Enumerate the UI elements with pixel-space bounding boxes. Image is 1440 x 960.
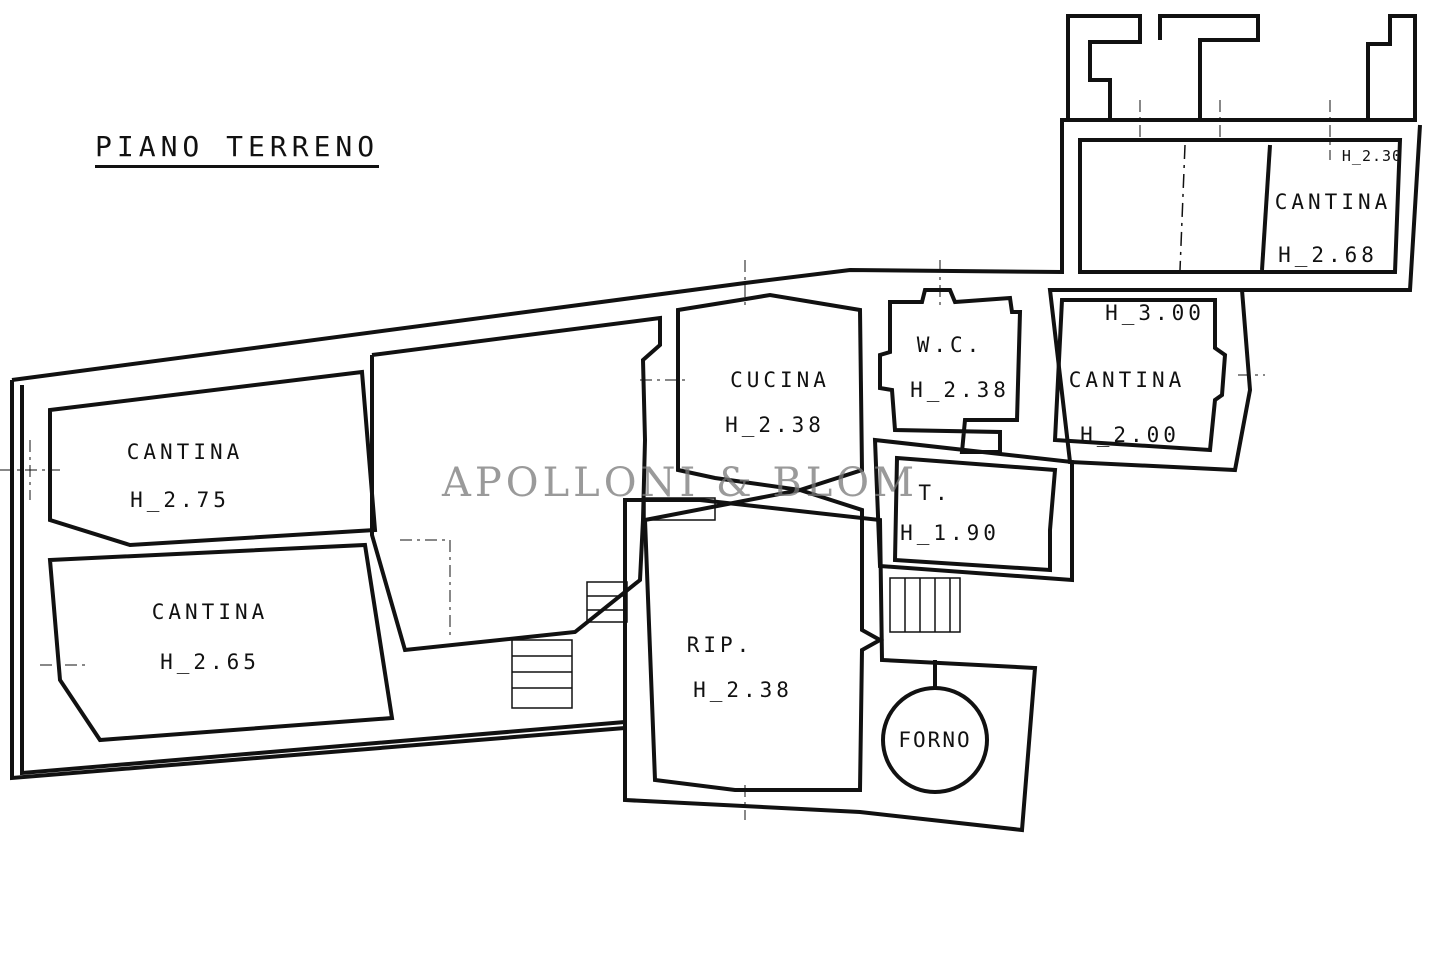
room-height: H_2.68	[1278, 243, 1378, 267]
wall-cantina-1	[48, 369, 378, 548]
room-name: CANTINA	[151, 600, 269, 624]
wall-cantina-3	[1052, 298, 1228, 453]
outer-wall	[10, 380, 626, 781]
room-height: H_2.38	[910, 378, 1010, 402]
plan-title: PIANO TERRENO	[95, 130, 380, 168]
dashed-partition	[1179, 144, 1186, 271]
outer-cantina-3	[1047, 288, 1253, 473]
outer-top-bracket	[1158, 14, 1260, 120]
axis-lines	[0, 100, 1331, 820]
room-name: CUCINA	[730, 368, 830, 392]
room-height-top: H_2.30	[1341, 147, 1403, 165]
watermark-logo: APOLLONI & BLOM	[441, 460, 919, 506]
wall-t	[892, 455, 1058, 573]
room-height: H_1.90	[900, 521, 1000, 545]
room-name: CANTINA	[1274, 190, 1392, 214]
room-height: H_2.00	[1080, 423, 1180, 447]
room-name: FORNO	[898, 728, 972, 752]
partition	[1260, 144, 1272, 271]
wall-cantina-2	[47, 542, 395, 743]
wall-cantina-4	[1078, 138, 1403, 274]
stairs	[511, 497, 961, 709]
outer-wall	[11, 14, 1142, 382]
outer-wall	[20, 385, 626, 776]
outer-top-right-2	[1240, 124, 1422, 292]
outer-t	[872, 437, 1074, 583]
room-name: T.	[918, 481, 952, 505]
room-height: H_2.38	[725, 413, 825, 437]
room-name: RIP.	[686, 633, 754, 657]
room-height: H_2.75	[130, 488, 230, 512]
room-height: H_2.38	[693, 678, 793, 702]
room-name: W.C.	[916, 333, 984, 357]
outer-rip	[623, 498, 1038, 833]
outer-top-right	[1062, 14, 1417, 122]
room-height-top: H_3.00	[1105, 301, 1205, 325]
room-name: CANTINA	[1068, 368, 1186, 392]
wall-wc	[878, 288, 1023, 454]
room-name: CANTINA	[126, 440, 244, 464]
room-height: H_2.65	[160, 650, 260, 674]
wall-cucina	[676, 292, 865, 493]
wall-rip	[642, 487, 885, 792]
